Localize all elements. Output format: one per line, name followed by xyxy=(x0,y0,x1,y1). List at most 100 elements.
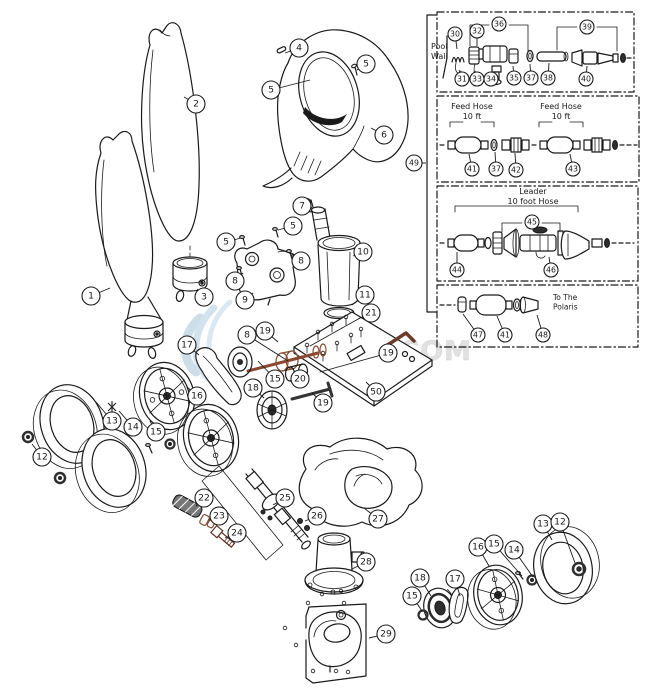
svg-text:28: 28 xyxy=(360,557,372,568)
callout-15: 15 xyxy=(402,586,423,612)
callout-3: 3 xyxy=(194,287,214,307)
wall-fitting-box xyxy=(436,11,635,93)
svg-text:16: 16 xyxy=(191,391,203,402)
axle-rod-part19-left xyxy=(246,343,327,373)
spoked-wheel-part16-right xyxy=(467,564,523,630)
callout-41: 41 xyxy=(496,315,513,343)
shaft-guard xyxy=(201,465,284,561)
callout-18: 18 xyxy=(243,378,265,399)
right-panel xyxy=(426,11,640,348)
callout-2: 2 xyxy=(183,94,206,114)
hub-nut-part12-right xyxy=(571,561,587,577)
svg-text:15: 15 xyxy=(406,591,418,602)
drive-shaft-part25 xyxy=(245,468,311,550)
callout-25: 25 xyxy=(272,488,295,508)
top-cover xyxy=(262,29,409,189)
callout-42: 42 xyxy=(508,152,524,178)
callout-8: 8 xyxy=(225,271,245,291)
svg-text:43: 43 xyxy=(568,165,578,174)
bracket-leader xyxy=(454,205,579,213)
callout-5: 5 xyxy=(277,216,303,236)
spoked-wheel-part16-lower xyxy=(177,403,240,477)
callout-50: 50 xyxy=(365,381,386,402)
svg-text:24: 24 xyxy=(231,528,243,539)
axle-rod-part19-bottom xyxy=(290,381,334,401)
svg-text:23: 23 xyxy=(213,511,225,522)
callout-49: 49 xyxy=(405,154,426,172)
callout-30: 30 xyxy=(447,26,463,50)
callout-46: 46 xyxy=(543,256,559,278)
svg-text:20: 20 xyxy=(294,374,306,385)
callout-27: 27 xyxy=(363,507,388,529)
pump-housing-part28 xyxy=(304,532,367,595)
callout-10: 10 xyxy=(352,242,373,262)
callout-19: 19 xyxy=(255,321,279,343)
svg-text:19: 19 xyxy=(317,398,329,409)
svg-text:25: 25 xyxy=(279,493,291,504)
svg-text:8: 8 xyxy=(244,330,250,341)
callout-8: 8 xyxy=(291,251,311,271)
callout-35: 35 xyxy=(506,65,522,86)
bracket-feed-2 xyxy=(538,121,584,128)
callout-8: 8 xyxy=(237,325,289,362)
svg-text:50: 50 xyxy=(370,387,382,398)
svg-text:13: 13 xyxy=(537,519,549,530)
svg-text:14: 14 xyxy=(508,545,520,556)
svg-text:1: 1 xyxy=(88,291,94,302)
svg-text:16: 16 xyxy=(472,542,484,553)
callout-40: 40 xyxy=(578,65,594,87)
svg-text:44: 44 xyxy=(452,266,462,275)
callout-22: 22 xyxy=(194,488,214,508)
svg-text:30: 30 xyxy=(450,30,460,39)
svg-text:31: 31 xyxy=(457,75,467,84)
callout-26: 26 xyxy=(304,506,327,526)
svg-text:46: 46 xyxy=(546,266,556,275)
svg-text:14: 14 xyxy=(127,422,139,433)
svg-text:8: 8 xyxy=(298,256,304,267)
callout-47: 47 xyxy=(462,313,486,343)
svg-text:17: 17 xyxy=(181,340,193,351)
callout-37: 37 xyxy=(488,151,504,177)
axle-rod-part19-right xyxy=(384,331,416,348)
svg-text:19: 19 xyxy=(382,348,394,359)
callout-31: 31 xyxy=(454,69,470,87)
feed-pipe-assembly xyxy=(302,197,361,320)
svg-text:40: 40 xyxy=(581,75,591,84)
callout-5: 5 xyxy=(216,232,242,252)
callout-5: 5 xyxy=(356,54,376,74)
shaft-nuts-part26 xyxy=(260,509,310,531)
svg-text:8: 8 xyxy=(232,276,238,287)
filter-bag-right xyxy=(140,22,200,258)
svg-text:5: 5 xyxy=(363,59,369,70)
callout-17: 17 xyxy=(445,569,465,597)
callout-44: 44 xyxy=(449,252,465,278)
callout-17: 17 xyxy=(177,335,200,356)
leader-hose-parts xyxy=(439,205,635,260)
callout-15: 15 xyxy=(484,534,523,577)
callout-6: 6 xyxy=(370,125,394,145)
callout-29: 29 xyxy=(368,624,396,644)
svg-text:41: 41 xyxy=(500,331,510,340)
svg-text:15: 15 xyxy=(269,374,281,385)
bracket-45 xyxy=(501,222,561,233)
svg-text:26: 26 xyxy=(311,511,323,522)
svg-text:18: 18 xyxy=(247,383,259,394)
knurled-fitting-part22 xyxy=(172,494,203,518)
callout-45: 45 xyxy=(524,214,540,230)
wall-fitting-parts xyxy=(442,24,634,87)
svg-text:48: 48 xyxy=(538,331,548,340)
callout-37: 37 xyxy=(523,63,539,86)
callout-7: 7 xyxy=(292,196,312,216)
star-screw-part14 xyxy=(107,401,117,413)
svg-text:11: 11 xyxy=(359,290,371,301)
callout-43: 43 xyxy=(565,153,581,177)
callout-23: 23 xyxy=(208,506,229,526)
svg-text:27: 27 xyxy=(372,514,384,525)
svg-text:7: 7 xyxy=(299,201,305,212)
callout-5: 5 xyxy=(261,79,311,100)
